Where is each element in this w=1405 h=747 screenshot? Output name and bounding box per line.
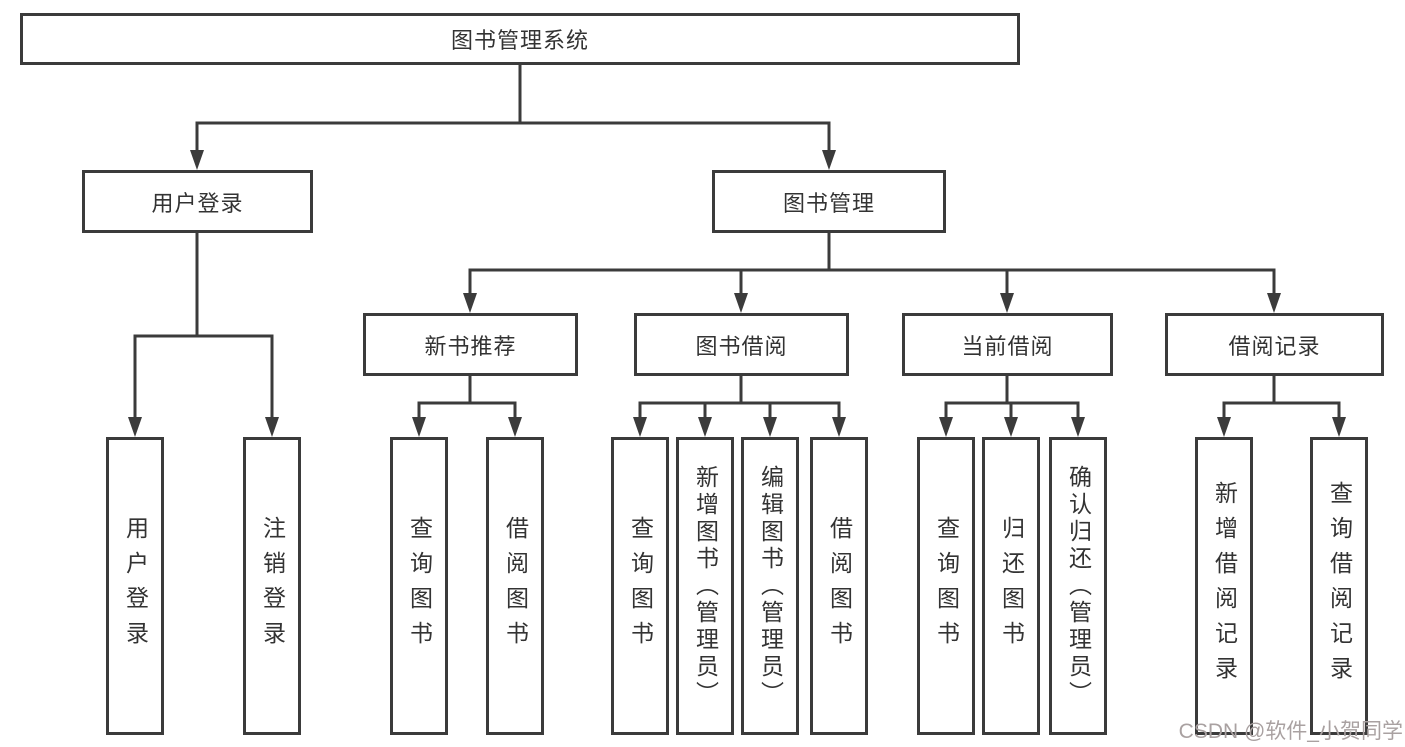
csdn-watermark: CSDN @软件_小贺同学 <box>1178 720 1403 743</box>
node-new-book-recommend: 新书推荐 <box>363 313 578 376</box>
leaf-return-books-label: 归还图书 <box>998 516 1025 656</box>
leaf-query-books-current-label: 查询图书 <box>933 516 960 656</box>
leaf-query-books-borrow: 查询图书 <box>611 437 669 735</box>
leaf-query-borrow-record-label: 查询借阅记录 <box>1326 481 1353 691</box>
leaf-user-login: 用户登录 <box>106 437 164 735</box>
leaf-add-borrow-record: 新增借阅记录 <box>1195 437 1253 735</box>
leaf-confirm-return-admin-label: 确认归还（管理员） <box>1065 464 1092 708</box>
leaf-user-login-label: 用户登录 <box>122 516 149 656</box>
arrowhead-icons <box>128 150 1346 437</box>
leaf-add-books-admin-label: 新增图书（管理员） <box>692 464 719 708</box>
leaf-add-books-admin: 新增图书（管理员） <box>676 437 734 735</box>
node-book-borrow: 图书借阅 <box>634 313 849 376</box>
leaf-borrow-books-label: 借阅图书 <box>826 516 853 656</box>
leaf-borrow-books-recommend-label: 借阅图书 <box>502 516 529 656</box>
node-book-management: 图书管理 <box>712 170 946 233</box>
leaf-borrow-books: 借阅图书 <box>810 437 868 735</box>
leaf-query-books-borrow-label: 查询图书 <box>627 516 654 656</box>
leaf-logout: 注销登录 <box>243 437 301 735</box>
leaf-edit-books-admin-label: 编辑图书（管理员） <box>757 464 784 708</box>
node-current-borrow: 当前借阅 <box>902 313 1113 376</box>
leaf-query-borrow-record: 查询借阅记录 <box>1310 437 1368 735</box>
node-user-login: 用户登录 <box>82 170 313 233</box>
leaf-query-books-recommend: 查询图书 <box>390 437 448 735</box>
leaf-return-books: 归还图书 <box>982 437 1040 735</box>
node-root-system: 图书管理系统 <box>20 13 1020 65</box>
leaf-edit-books-admin: 编辑图书（管理员） <box>741 437 799 735</box>
leaf-query-books-current: 查询图书 <box>917 437 975 735</box>
leaf-query-books-recommend-label: 查询图书 <box>406 516 433 656</box>
leaf-borrow-books-recommend: 借阅图书 <box>486 437 544 735</box>
leaf-add-borrow-record-label: 新增借阅记录 <box>1211 481 1238 691</box>
leaf-logout-label: 注销登录 <box>259 516 286 656</box>
leaf-confirm-return-admin: 确认归还（管理员） <box>1049 437 1107 735</box>
node-borrow-records: 借阅记录 <box>1165 313 1384 376</box>
